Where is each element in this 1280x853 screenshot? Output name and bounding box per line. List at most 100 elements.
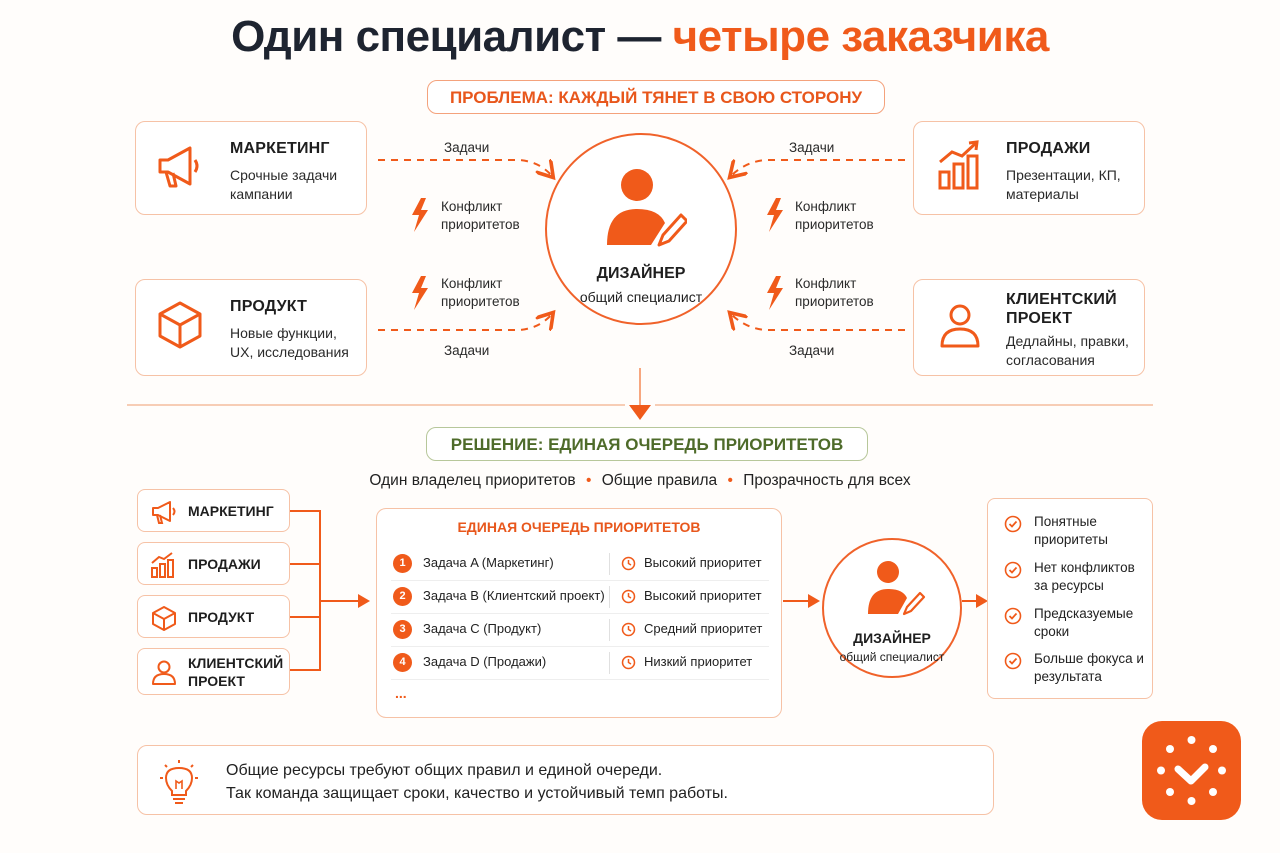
benefit-item: Нет конфликтов за ресурсы <box>1034 560 1135 593</box>
cube-icon <box>152 606 176 631</box>
problem-card-marketing: МАРКЕТИНГ Срочные задачи кампании <box>135 121 367 215</box>
source-card-client: КЛИЕНТСКИЙ ПРОЕКТ <box>137 648 290 695</box>
principle: Прозрачность для всех <box>743 472 911 489</box>
card-desc: Новые функции, UX, исследования <box>230 325 349 360</box>
source-label: ПРОДАЖИ <box>188 556 261 572</box>
designer-subtitle: общий специалист <box>579 289 703 305</box>
source-label: ПРОДУКТ <box>188 609 255 625</box>
divider-left <box>127 404 625 406</box>
problem-header: ПРОБЛЕМА: КАЖДЫЙ ТЯНЕТ В СВОЮ СТОРОНУ <box>427 80 885 114</box>
designer-title: ДИЗАЙНЕР <box>853 630 931 646</box>
queue-more: ... <box>395 685 407 701</box>
row-priority: Высокий приоритет <box>644 555 762 570</box>
title-part-2: четыре заказчика <box>672 12 1050 61</box>
designer-icon <box>607 169 687 247</box>
problem-card-sales: ПРОДАЖИ Презентации, КП, материалы <box>913 121 1145 215</box>
conflict-label: Конфликт приоритетов <box>795 199 874 232</box>
designer-subtitle: общий специалист <box>839 650 945 664</box>
logo-mark-icon <box>1157 736 1226 805</box>
footer-line-2: Так команда защищает сроки, качество и у… <box>226 785 728 802</box>
arrow-label: Задачи <box>789 140 835 155</box>
clock-icon <box>621 655 636 670</box>
source-label: КЛИЕНТСКИЙ ПРОЕКТ <box>188 655 284 689</box>
principle: Один владелец приоритетов <box>369 472 576 489</box>
clock-icon <box>621 622 636 637</box>
megaphone-icon <box>152 501 176 524</box>
problem-card-product: ПРОДУКТ Новые функции, UX, исследования <box>135 279 367 376</box>
solution-header: РЕШЕНИЕ: ЕДИНАЯ ОЧЕРЕДЬ ПРИОРИТЕТОВ <box>426 427 868 461</box>
bar-chart-icon <box>938 140 979 190</box>
card-desc: Дедлайны, правки, согласования <box>1006 333 1129 368</box>
queue-row: 4 Задача D (Продажи) Низкий приоритет <box>391 646 769 680</box>
benefit-item: Предсказуемые сроки <box>1034 606 1134 639</box>
row-task: Задача C (Продукт) <box>423 621 542 636</box>
row-priority: Высокий приоритет <box>644 588 762 603</box>
row-number: 4 <box>393 653 412 672</box>
row-task: Задача A (Маркетинг) <box>423 555 554 570</box>
card-title: КЛИЕНТСКИЙ ПРОЕКТ <box>1006 291 1117 327</box>
bullet-dot: • <box>727 472 733 489</box>
page-title: Один специалист — четыре заказчика <box>0 12 1280 62</box>
arrow-label: Задачи <box>444 343 490 358</box>
conflict-label: Конфликт приоритетов <box>441 276 520 309</box>
row-number: 1 <box>393 554 412 573</box>
check-circle-icon <box>1004 652 1022 670</box>
row-priority: Низкий приоритет <box>644 654 753 669</box>
footer-note: Общие ресурсы требуют общих правил и еди… <box>137 745 994 815</box>
row-separator <box>609 619 610 641</box>
source-label: МАРКЕТИНГ <box>188 503 274 519</box>
bar-chart-icon <box>151 552 174 578</box>
arrow-label: Задачи <box>789 343 835 358</box>
card-desc: Презентации, КП, материалы <box>1006 167 1121 202</box>
row-priority: Средний приоритет <box>644 621 763 636</box>
source-card-sales: ПРОДАЖИ <box>137 542 290 585</box>
footer-line-1: Общие ресурсы требуют общих правил и еди… <box>226 762 663 779</box>
benefit-item: Больше фокуса и результата <box>1034 651 1144 684</box>
clock-icon <box>621 556 636 571</box>
designer-circle: ДИЗАЙНЕР общий специалист <box>545 133 737 325</box>
queue-row: 2 Задача B (Клиентский проект) Высокий п… <box>391 580 769 614</box>
row-task: Задача D (Продажи) <box>423 654 547 669</box>
problem-card-client: КЛИЕНТСКИЙ ПРОЕКТ Дедлайны, правки, согл… <box>913 279 1145 376</box>
conflict-label: Конфликт приоритетов <box>441 199 520 232</box>
check-circle-icon <box>1004 515 1022 533</box>
benefits-box: Понятные приоритеты Нет конфликтов за ре… <box>987 498 1153 699</box>
check-circle-icon <box>1004 607 1022 625</box>
designer-icon <box>868 561 926 616</box>
problem-connectors <box>378 0 905 420</box>
row-separator <box>609 652 610 674</box>
row-separator <box>609 586 610 608</box>
lightbulb-icon <box>160 760 198 804</box>
cube-icon <box>158 301 202 349</box>
conflict-label: Конфликт приоритетов <box>795 276 874 309</box>
bullet-dot: • <box>585 472 592 489</box>
divider-right <box>655 404 1153 406</box>
person-icon <box>940 304 980 348</box>
row-separator <box>609 553 610 575</box>
person-icon <box>152 660 176 685</box>
source-card-marketing: МАРКЕТИНГ <box>137 489 290 532</box>
megaphone-icon <box>158 146 199 188</box>
card-desc: Срочные задачи кампании <box>230 167 338 202</box>
designer-circle-small: ДИЗАЙНЕР общий специалист <box>822 538 962 678</box>
row-number: 2 <box>393 587 412 606</box>
row-number: 3 <box>393 620 412 639</box>
card-title: МАРКЕТИНГ <box>230 140 330 157</box>
check-circle-icon <box>1004 561 1022 579</box>
benefit-item: Понятные приоритеты <box>1034 514 1108 547</box>
brand-logo <box>1142 721 1241 820</box>
queue-row: 1 Задача A (Маркетинг) Высокий приоритет <box>391 547 769 581</box>
priority-queue: ЕДИНАЯ ОЧЕРЕДЬ ПРИОРИТЕТОВ 1 Задача A (М… <box>376 508 782 718</box>
queue-title: ЕДИНАЯ ОЧЕРЕДЬ ПРИОРИТЕТОВ <box>457 519 701 535</box>
principle: Общие правила <box>601 472 718 489</box>
clock-icon <box>621 589 636 604</box>
solution-connectors <box>290 510 988 671</box>
principles-line: Один владелец приоритетов • Общие правил… <box>0 472 1280 490</box>
source-card-product: ПРОДУКТ <box>137 595 290 638</box>
card-title: ПРОДАЖИ <box>1006 140 1091 157</box>
row-task: Задача B (Клиентский проект) <box>423 588 605 603</box>
card-title: ПРОДУКТ <box>230 298 308 315</box>
arrow-label: Задачи <box>444 140 490 155</box>
title-part-1: Один специалист — <box>231 12 673 61</box>
designer-title: ДИЗАЙНЕР <box>596 265 686 282</box>
